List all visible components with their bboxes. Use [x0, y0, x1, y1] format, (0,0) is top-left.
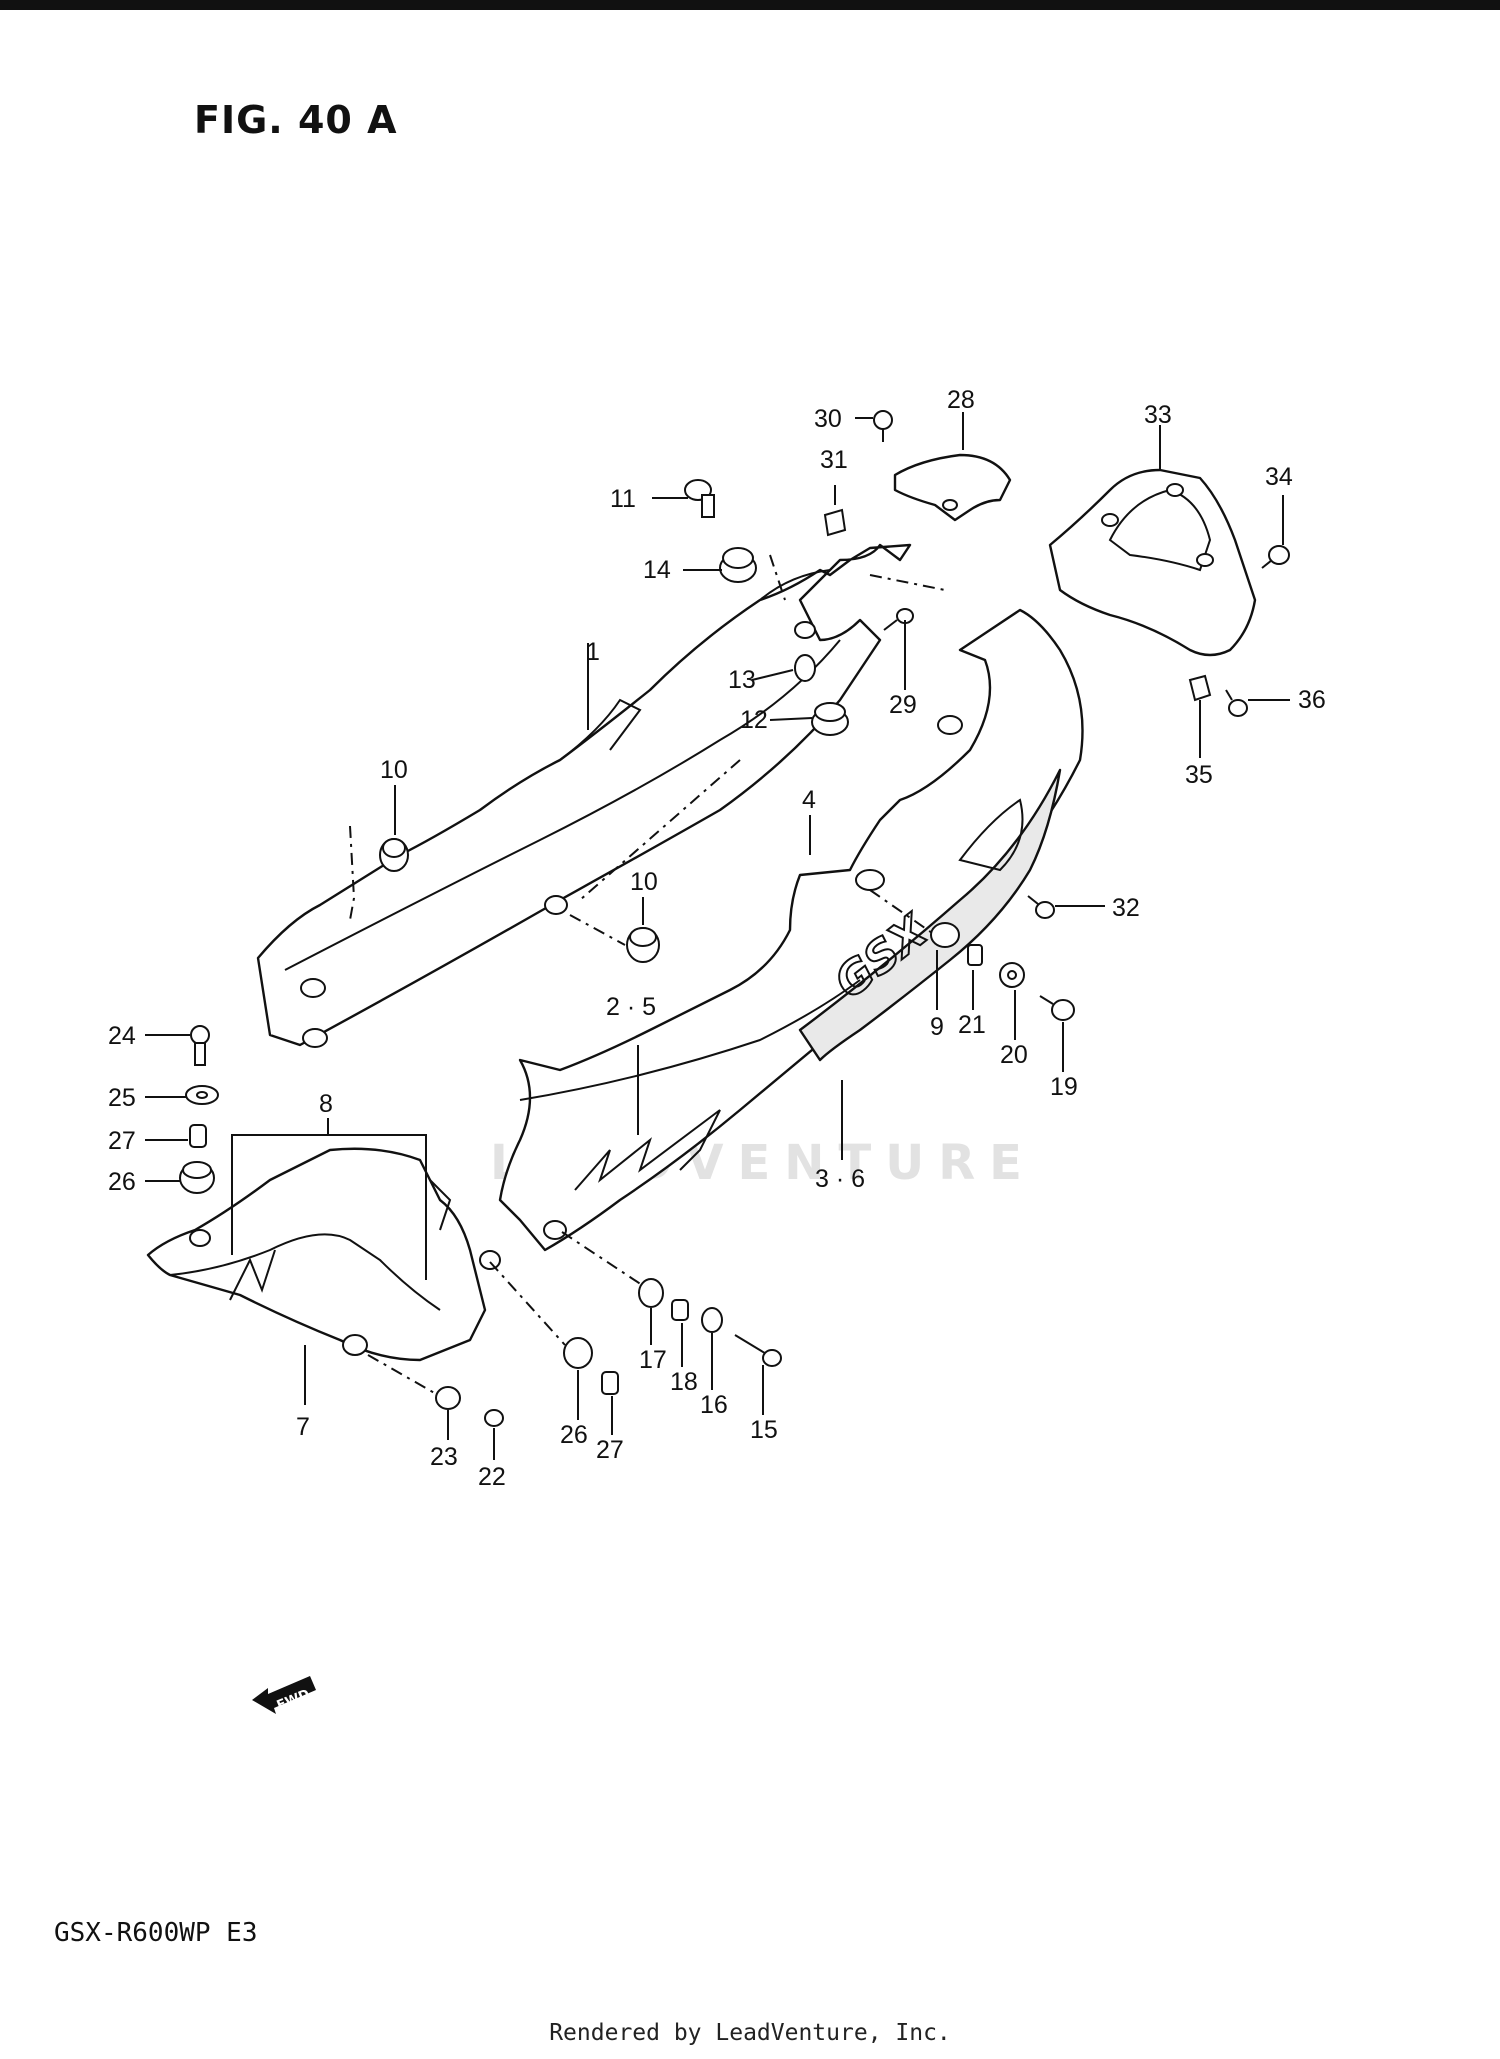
callout-labels: 1 2 · 5 3 · 6 4 7 8 9 10 10 11 12 13 14 …: [108, 386, 1326, 1491]
hardware: [179, 410, 1290, 1427]
callout-10b: 10: [630, 868, 658, 896]
callout-24: 24: [108, 1022, 136, 1050]
leader-lines: [145, 412, 1290, 1460]
callout-28: 28: [947, 386, 975, 414]
callout-21: 21: [958, 1011, 986, 1039]
callout-29: 29: [889, 691, 917, 719]
part-lower-cover: [146, 1147, 501, 1362]
top-border: [0, 0, 1500, 10]
callout-23: 23: [430, 1443, 458, 1471]
callout-7: 7: [296, 1413, 310, 1441]
callout-18: 18: [670, 1368, 698, 1396]
callout-1: 1: [586, 638, 600, 666]
assembly-lines: [349, 554, 946, 1396]
callout-26a: 26: [560, 1421, 588, 1449]
callout-26b: 26: [108, 1168, 136, 1196]
model-code: GSX-R600WP E3: [54, 1918, 258, 1948]
callout-19: 19: [1050, 1073, 1078, 1101]
callout-32: 32: [1112, 894, 1140, 922]
callout-34: 34: [1265, 463, 1293, 491]
callout-31: 31: [820, 446, 848, 474]
callout-11: 11: [610, 485, 636, 513]
callout-12: 12: [740, 706, 768, 734]
callout-25: 25: [108, 1084, 136, 1112]
figure-title: FIG. 40 A: [194, 98, 398, 142]
callout-9: 9: [930, 1013, 944, 1041]
callout-15: 15: [750, 1416, 778, 1444]
part-small-cover: [893, 453, 1012, 522]
callout-27a: 27: [108, 1127, 136, 1155]
callout-4: 4: [802, 786, 816, 814]
callout-13: 13: [728, 666, 756, 694]
callout-8: 8: [319, 1090, 333, 1118]
callout-10a: 10: [380, 756, 408, 784]
callout-16: 16: [700, 1391, 728, 1419]
callout-22: 22: [478, 1463, 506, 1491]
callout-33: 33: [1144, 401, 1172, 429]
callout-30: 30: [814, 405, 842, 433]
callout-14: 14: [643, 556, 671, 584]
part-tail-piece: [1048, 468, 1257, 657]
callout-36: 36: [1298, 686, 1326, 714]
callout-17: 17: [639, 1346, 667, 1374]
callout-35: 35: [1185, 761, 1213, 789]
part-frame-cover: [256, 543, 912, 1048]
fwd-arrow-icon: FWD: [252, 1676, 316, 1714]
callout-20: 20: [1000, 1041, 1028, 1069]
callout-3-6: 3 · 6: [815, 1165, 865, 1193]
callout-27b: 27: [596, 1436, 624, 1464]
callout-2-5: 2 · 5: [606, 993, 656, 1021]
footer-credit: Rendered by LeadVenture, Inc.: [549, 2020, 951, 2046]
